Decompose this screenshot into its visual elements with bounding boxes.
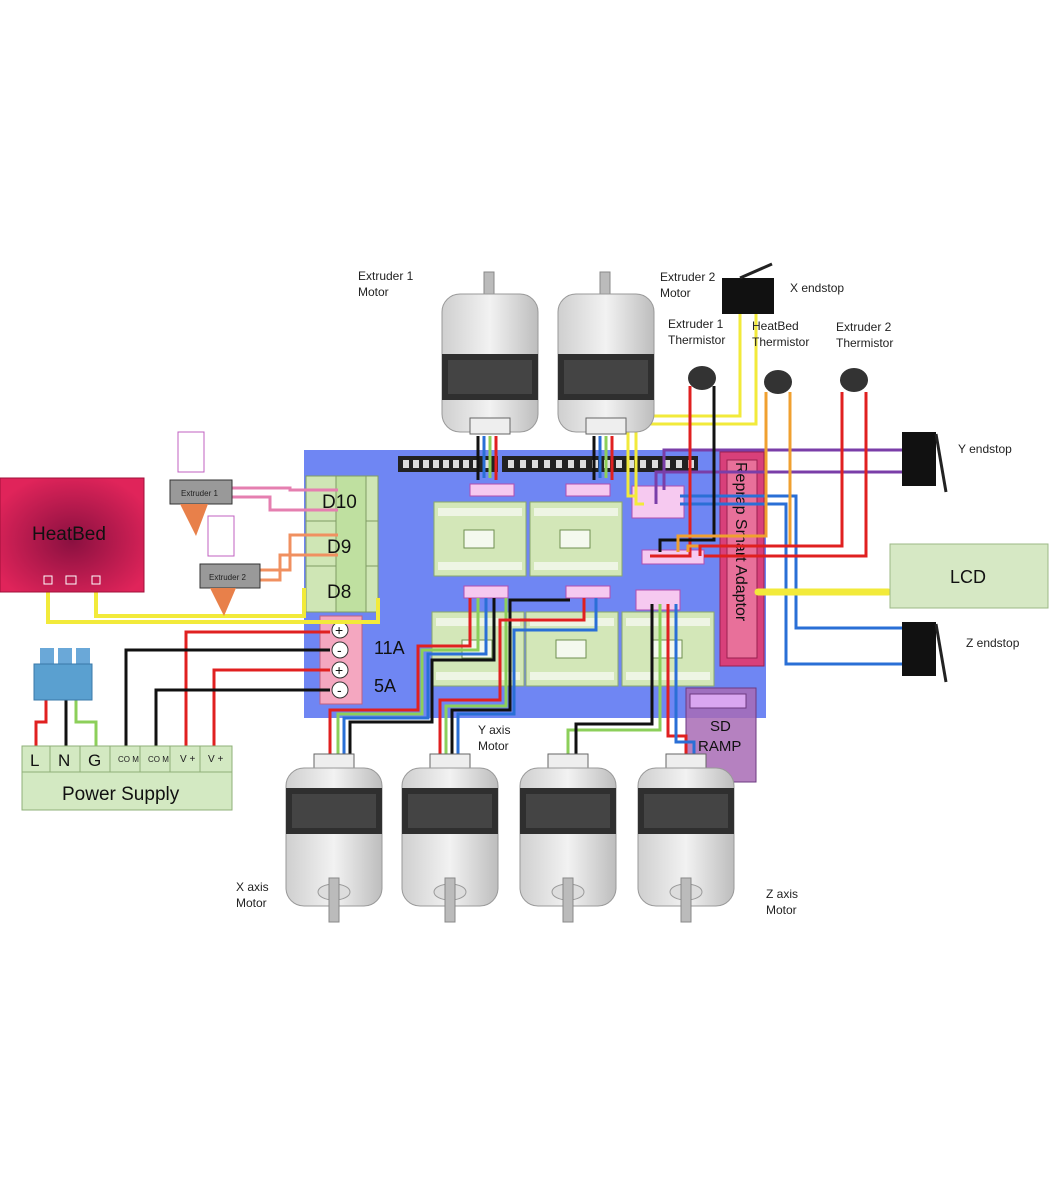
- z-axis-motor-1: [519, 753, 617, 923]
- terminal-minus-1: -: [337, 642, 342, 658]
- power-supply: [21, 745, 233, 811]
- thermistor-heatbed: [764, 370, 792, 394]
- y-motor-label-2: Motor: [478, 739, 509, 753]
- y-endstop-label: Y endstop: [958, 442, 1012, 456]
- hb-therm-label-1: HeatBed: [752, 319, 799, 333]
- x-axis-motor: [285, 753, 383, 923]
- extruder1-motor: [441, 271, 539, 435]
- lcd: [889, 543, 1049, 609]
- extruder2-heater: Extruder 2: [199, 515, 261, 616]
- ext2-motor-label-1: Extruder 2: [660, 270, 716, 284]
- z-axis-motor-2: [637, 753, 735, 923]
- terminal-plus-1: +: [335, 622, 343, 638]
- wire-x-red: [328, 598, 472, 755]
- header-e2-motor: [565, 483, 611, 497]
- terminal-plus-2: +: [335, 662, 343, 678]
- adaptor-label: Reprap Smart Adaptor: [732, 462, 749, 622]
- mains-plug: [33, 648, 93, 701]
- x-endstop: [722, 262, 774, 314]
- extruder1-heater: Extruder 1: [169, 431, 233, 536]
- wire-heatbed-2: [94, 585, 306, 618]
- ext2-motor-label-2: Motor: [660, 286, 691, 300]
- driver-socket-e2: [529, 501, 623, 577]
- header-e1-motor: [469, 483, 515, 497]
- x-motor-label-1: X axis: [236, 880, 269, 894]
- wire-mains-g: [74, 698, 98, 756]
- lcd-label: LCD: [950, 567, 986, 587]
- ext1-motor-label-2: Motor: [358, 285, 389, 299]
- ext1-therm-label-2: Thermistor: [668, 333, 725, 347]
- label-11a: 11A: [374, 638, 405, 658]
- wire-ext1-heater-b: [222, 495, 338, 512]
- extruder2-motor: [557, 271, 655, 435]
- wire-y-green: [444, 598, 508, 755]
- thermistor-extruder2: [840, 368, 868, 392]
- terminal-minus-2: -: [337, 682, 342, 698]
- ps-terminal-g: G: [88, 751, 101, 770]
- thermistor-extruder1: [688, 366, 716, 390]
- z-endstop: [902, 622, 948, 683]
- extruder2-heater-label: Extruder 2: [209, 573, 246, 582]
- sd-ramp-line1: SD: [710, 718, 731, 735]
- wire-z1-green: [566, 604, 662, 755]
- label-d8: D8: [327, 582, 351, 603]
- ps-terminal-v1: V +: [180, 754, 195, 765]
- z-motor-label-1: Z axis: [766, 887, 798, 901]
- label-5a: 5A: [374, 676, 396, 696]
- ext2-therm-label-2: Thermistor: [836, 336, 893, 350]
- ps-terminal-v2: V +: [208, 754, 223, 765]
- wire-ext2-heater-b: [250, 553, 338, 582]
- header-z-motor: [635, 589, 681, 611]
- wire-yendstop-1: [662, 448, 904, 490]
- wire-psu-com2: [154, 688, 330, 758]
- ps-terminal-n: N: [58, 751, 70, 770]
- driver-socket-e1: [433, 501, 527, 577]
- driver-socket-y: [525, 611, 619, 687]
- header-endstops: [631, 485, 685, 519]
- wire-therm-e1-red: [650, 386, 692, 558]
- wire-therm-e2-1: [698, 392, 844, 556]
- y-endstop: [902, 432, 948, 493]
- wire-mains-l: [34, 698, 48, 756]
- power-supply-label: Power Supply: [62, 784, 180, 805]
- wire-heatbed-1: [46, 585, 380, 624]
- wire-therm-hb-1: [676, 392, 768, 552]
- header-x-motor: [463, 585, 509, 599]
- ext1-motor-label-1: Extruder 1: [358, 269, 414, 283]
- ext2-therm-label-1: Extruder 2: [836, 320, 892, 334]
- wire-therm-e1-black: [658, 386, 716, 552]
- ps-terminal-com2: CO M: [148, 755, 169, 764]
- wire-psu-v1: [184, 630, 330, 758]
- wire-psu-com1: [124, 648, 330, 758]
- sd-ramp-line2: RAMP: [698, 738, 741, 755]
- hb-therm-label-2: Thermistor: [752, 335, 809, 349]
- ext1-therm-label-1: Extruder 1: [668, 317, 724, 331]
- x-motor-label-2: Motor: [236, 896, 267, 910]
- heatbed-label: HeatBed: [32, 524, 106, 545]
- label-d10: D10: [322, 492, 357, 513]
- z-motor-label-2: Motor: [766, 903, 797, 917]
- y-axis-motor: [401, 753, 499, 923]
- heatbed: [0, 477, 145, 593]
- wire-psu-v2: [212, 668, 330, 758]
- x-endstop-label: X endstop: [790, 281, 844, 295]
- ps-terminal-com1: CO M: [118, 755, 139, 764]
- z-endstop-label: Z endstop: [966, 636, 1020, 650]
- wire-ext1-heater-a: [232, 486, 338, 492]
- wire-ext2-heater-a: [260, 533, 338, 572]
- label-d9: D9: [327, 537, 351, 558]
- y-motor-label-1: Y axis: [478, 723, 510, 737]
- header-y-motor: [565, 585, 611, 599]
- wire-zendstop-1: [680, 494, 904, 630]
- extruder1-heater-label: Extruder 1: [181, 489, 218, 498]
- ps-terminal-l: L: [30, 751, 39, 770]
